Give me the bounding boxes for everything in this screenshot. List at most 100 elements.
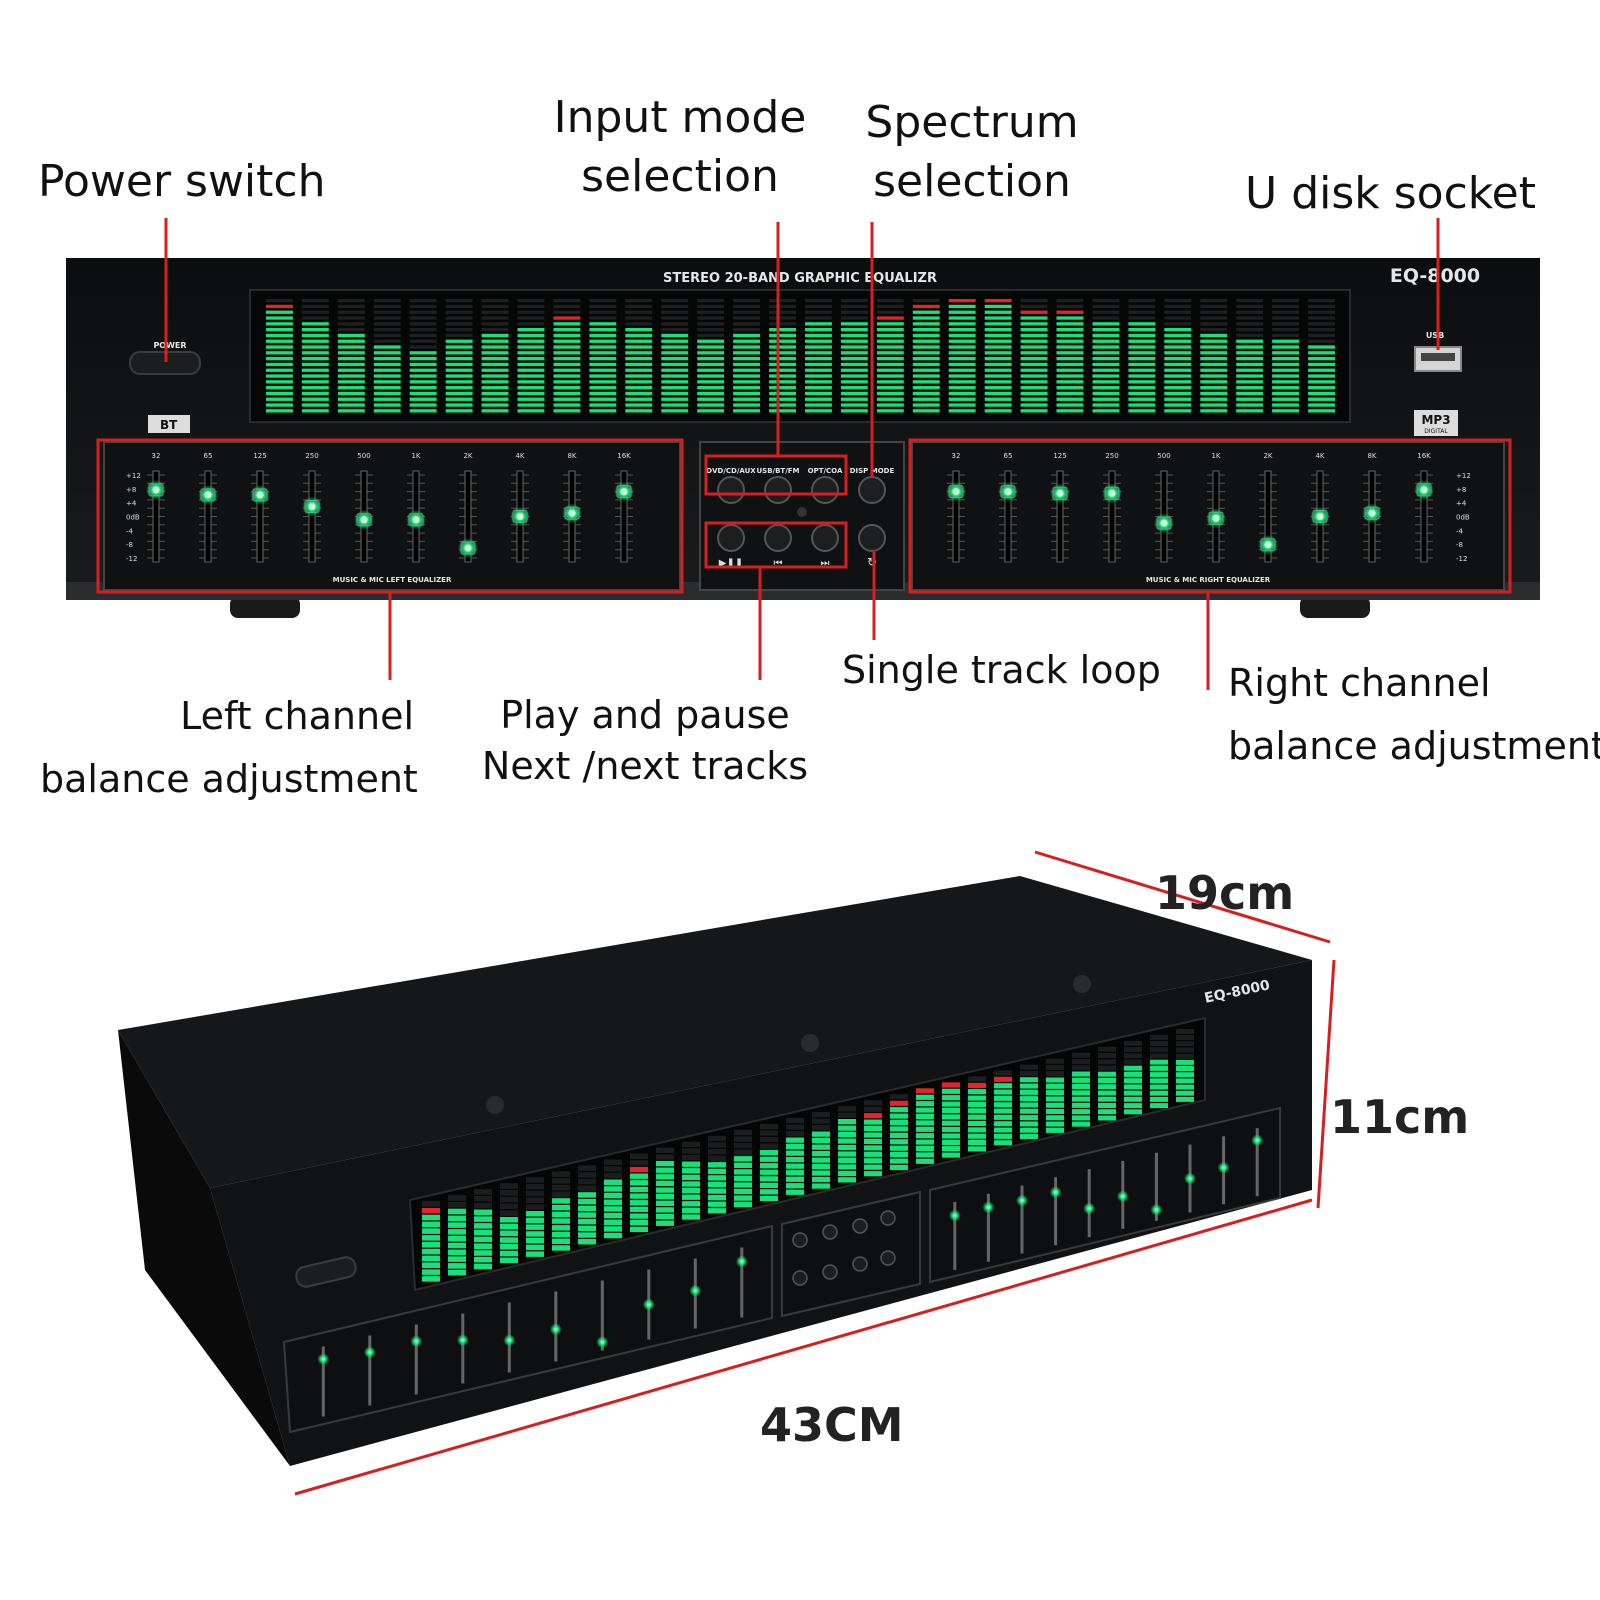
- perspective-spectrum-segment: [448, 1263, 466, 1269]
- perspective-spectrum-segment: [578, 1165, 596, 1171]
- spectrum-segment: [1092, 322, 1120, 326]
- spectrum-segment: [984, 386, 1012, 390]
- spectrum-segment: [589, 386, 617, 390]
- spectrum-segment: [481, 362, 509, 367]
- spectrum-segment: [912, 345, 940, 349]
- slider-track: [1004, 470, 1012, 563]
- spectrum-segment: [1272, 345, 1299, 349]
- perspective-spectrum-segment: [994, 1076, 1012, 1082]
- spectrum-segment: [481, 386, 509, 390]
- perspective-spectrum-segment: [1098, 1084, 1116, 1090]
- perspective-spectrum-segment: [630, 1160, 648, 1166]
- spectrum-segment: [1308, 310, 1335, 314]
- spectrum-segment: [1020, 368, 1048, 372]
- spectrum-segment: [876, 409, 904, 413]
- perspective-spectrum-segment: [448, 1256, 466, 1262]
- perspective-slider-led: [549, 1323, 562, 1336]
- spectrum-segment: [409, 374, 437, 378]
- spectrum-segment: [1020, 310, 1048, 314]
- input-usb-button[interactable]: [764, 476, 792, 504]
- perspective-spectrum-segment: [1072, 1109, 1090, 1115]
- spectrum-segment: [1272, 397, 1299, 401]
- perspective-spectrum-segment: [526, 1251, 544, 1257]
- disp-mode-button[interactable]: [858, 476, 886, 504]
- perspective-spectrum-segment: [578, 1218, 596, 1225]
- spectrum-segment: [1128, 409, 1156, 413]
- right-eq-caption: MUSIC & MIC RIGHT EQUALIZER: [1146, 576, 1271, 584]
- spectrum-segment: [1128, 357, 1156, 361]
- spectrum-segment: [840, 386, 868, 390]
- perspective-spectrum-segment: [552, 1238, 570, 1244]
- spectrum-segment: [1200, 351, 1228, 355]
- perspective-spectrum-segment: [812, 1163, 830, 1170]
- spectrum-segment: [445, 310, 473, 314]
- perspective-slider-led: [456, 1334, 469, 1347]
- perspective-spectrum-segment: [422, 1214, 440, 1221]
- spectrum-segment: [876, 397, 904, 401]
- perspective-spectrum-segment: [864, 1125, 882, 1132]
- spectrum-segment: [373, 409, 401, 413]
- perspective-spectrum-segment: [1020, 1102, 1038, 1108]
- spectrum-segment: [840, 339, 868, 343]
- spectrum-segment: [661, 368, 689, 372]
- input-label-opt: OPT/COA: [808, 467, 843, 475]
- perspective-spectrum-segment: [760, 1189, 778, 1195]
- spectrum-segment: [948, 328, 976, 332]
- perspective-spectrum-segment: [760, 1163, 778, 1169]
- next-track-button[interactable]: [811, 524, 839, 552]
- band-label: 500: [1157, 452, 1170, 460]
- perspective-spectrum-segment: [630, 1226, 648, 1233]
- perspective-spectrum-segment: [708, 1201, 726, 1207]
- spectrum-segment: [769, 391, 796, 396]
- perspective-spectrum-segment: [448, 1208, 466, 1215]
- perspective-spectrum-segment: [864, 1145, 882, 1151]
- spectrum-segment: [984, 409, 1012, 413]
- spectrum-segment: [1236, 345, 1264, 349]
- spectrum-segment: [661, 362, 689, 367]
- spectrum-segment: [948, 316, 976, 320]
- band-label: 16K: [617, 452, 631, 460]
- perspective-spectrum-segment: [734, 1129, 752, 1136]
- spectrum-segment: [373, 380, 401, 384]
- input-dvd-button[interactable]: [717, 476, 745, 504]
- previous-track-button[interactable]: [764, 524, 792, 552]
- spectrum-segment: [553, 391, 581, 396]
- spectrum-segment: [301, 409, 329, 413]
- spectrum-segment: [1236, 316, 1264, 320]
- spectrum-segment: [733, 374, 760, 378]
- spectrum-segment: [984, 322, 1012, 326]
- spectrum-segment: [409, 299, 437, 303]
- spectrum-segment: [1128, 351, 1156, 355]
- spectrum-segment: [517, 409, 545, 413]
- input-opt-button[interactable]: [811, 476, 839, 504]
- loop-button[interactable]: [858, 524, 886, 552]
- spectrum-segment: [553, 345, 581, 349]
- spectrum-segment: [337, 322, 365, 326]
- spectrum-segment: [1128, 316, 1156, 320]
- perspective-spectrum-segment: [422, 1276, 440, 1282]
- spectrum-segment: [625, 310, 653, 314]
- slider-track: [1056, 470, 1064, 563]
- perspective-spectrum-segment: [578, 1172, 596, 1178]
- spectrum-segment: [1200, 397, 1228, 401]
- perspective-spectrum-segment: [448, 1222, 466, 1228]
- db-scale-label: -12: [126, 555, 137, 563]
- perspective-spectrum-segment: [708, 1168, 726, 1175]
- spectrum-segment: [876, 333, 904, 338]
- spectrum-segment: [266, 386, 293, 390]
- spectrum-text-1: Spectrum: [865, 97, 1079, 148]
- perspective-spectrum-segment: [916, 1101, 934, 1107]
- play-pause-button[interactable]: [717, 524, 745, 552]
- spectrum-segment: [1092, 362, 1120, 367]
- spectrum-segment: [948, 409, 976, 413]
- spectrum-segment: [1056, 339, 1084, 343]
- perspective-spectrum-segment: [838, 1144, 856, 1151]
- u-disk-text: U disk socket: [1245, 168, 1537, 219]
- spectrum-segment: [625, 386, 653, 390]
- spectrum-segment: [1056, 299, 1084, 303]
- spectrum-segment: [805, 339, 832, 343]
- perspective-spectrum-segment: [968, 1095, 986, 1101]
- perspective-slider-led: [689, 1284, 702, 1297]
- spectrum-segment: [445, 362, 473, 367]
- spectrum-segment: [625, 403, 653, 407]
